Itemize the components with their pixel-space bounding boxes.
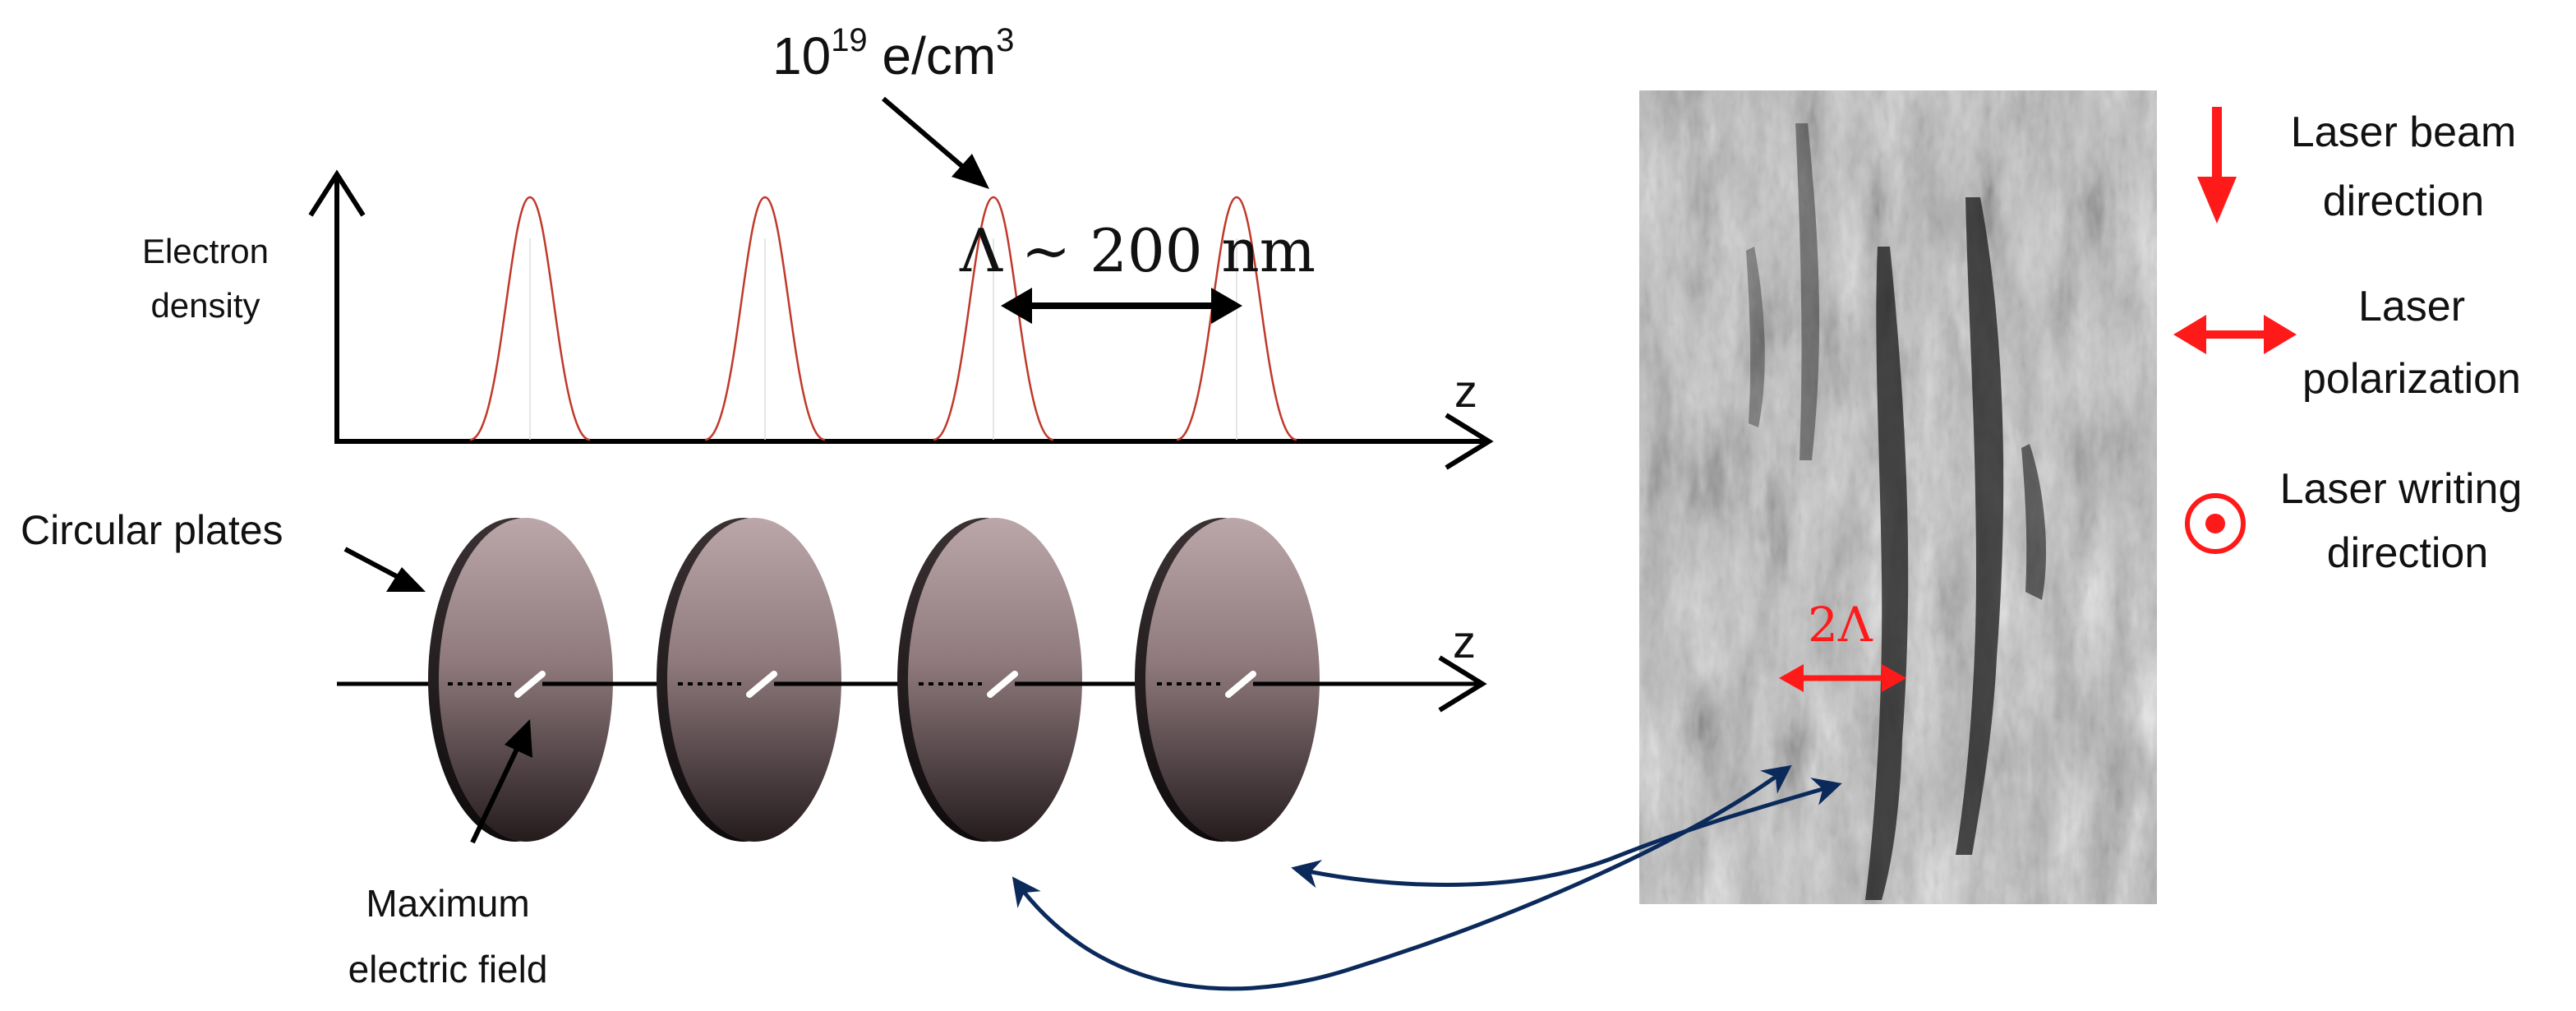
two-lambda-arrowhead-left	[1779, 664, 1804, 692]
writing-direction-dot	[2205, 514, 2225, 533]
lambda-arrowhead-right	[1211, 288, 1242, 324]
field-pointer-arrowhead	[505, 719, 532, 758]
circular-plate-4	[1135, 518, 1320, 842]
beam-direction-icon	[2212, 107, 2222, 185]
legend-beam-line2: direction	[2323, 178, 2485, 225]
y-axis-label-line2: density	[150, 286, 260, 325]
density-peak-4	[1176, 196, 1297, 441]
plates-label: Circular plates	[21, 507, 283, 553]
circular-plate-1	[428, 518, 613, 842]
plate-axis-arrowhead	[1438, 655, 1487, 713]
beam-direction-arrowhead	[2197, 177, 2237, 224]
x-axis-arrowhead	[1445, 413, 1494, 470]
lambda-label: Λ ~ 200 nm	[959, 216, 1316, 285]
plates-pointer-arrowhead	[386, 567, 426, 592]
legend-beam: Laser beam direction	[2197, 107, 2516, 225]
sem-image: 2Λ	[1639, 90, 2157, 904]
legend-writing: Laser writing direction	[2185, 465, 2523, 577]
polarization-arrowhead-right	[2264, 315, 2297, 354]
density-peak-2	[704, 196, 826, 441]
sem-dark-streaks	[1746, 123, 2046, 900]
density-peak-1	[469, 196, 591, 441]
connector-arrow-2	[1291, 778, 1842, 889]
z-axis-label-top: z	[1454, 365, 1477, 417]
legend-writing-line1: Laser writing	[2280, 465, 2523, 513]
y-axis-arrowhead	[308, 169, 366, 217]
plates-row: z	[21, 507, 1487, 990]
z-axis-label-bottom: z	[1453, 616, 1476, 667]
circular-plate-2	[657, 518, 841, 842]
density-pointer-arrow	[882, 96, 971, 175]
plates-pointer-arrow	[343, 547, 404, 582]
two-lambda-arrowhead-right	[1882, 664, 1906, 692]
lambda-arrowhead-left	[1001, 288, 1032, 324]
legend-polarization: Laser polarization	[2173, 283, 2521, 403]
density-value-label: 1019 e/cm3	[772, 22, 1014, 85]
field-pointer-arrow	[470, 742, 522, 844]
legend-writing-line2: direction	[2327, 529, 2489, 577]
field-label-line1: Maximum	[366, 882, 529, 925]
y-axis-label-line1: Electron	[142, 232, 269, 270]
density-pointer-arrowhead	[952, 154, 989, 189]
field-label-line2: electric field	[348, 948, 548, 990]
peak-center-guides	[529, 238, 1237, 440]
legend-beam-line1: Laser beam	[2291, 108, 2517, 156]
writing-direction-icon	[2185, 493, 2246, 554]
two-lambda-label: 2Λ	[1808, 597, 1873, 653]
density-peak-3	[933, 196, 1054, 441]
circular-plate-3	[897, 518, 1082, 842]
polarization-arrowhead-left	[2173, 315, 2206, 354]
legend: Laser beam direction Laser polarization …	[2173, 107, 2522, 577]
legend-pol-line2: polarization	[2302, 355, 2521, 403]
density-plot: Λ ~ 200 nm 1019 e/cm3 Electron density z	[142, 22, 1494, 470]
legend-pol-line1: Laser	[2358, 283, 2465, 330]
